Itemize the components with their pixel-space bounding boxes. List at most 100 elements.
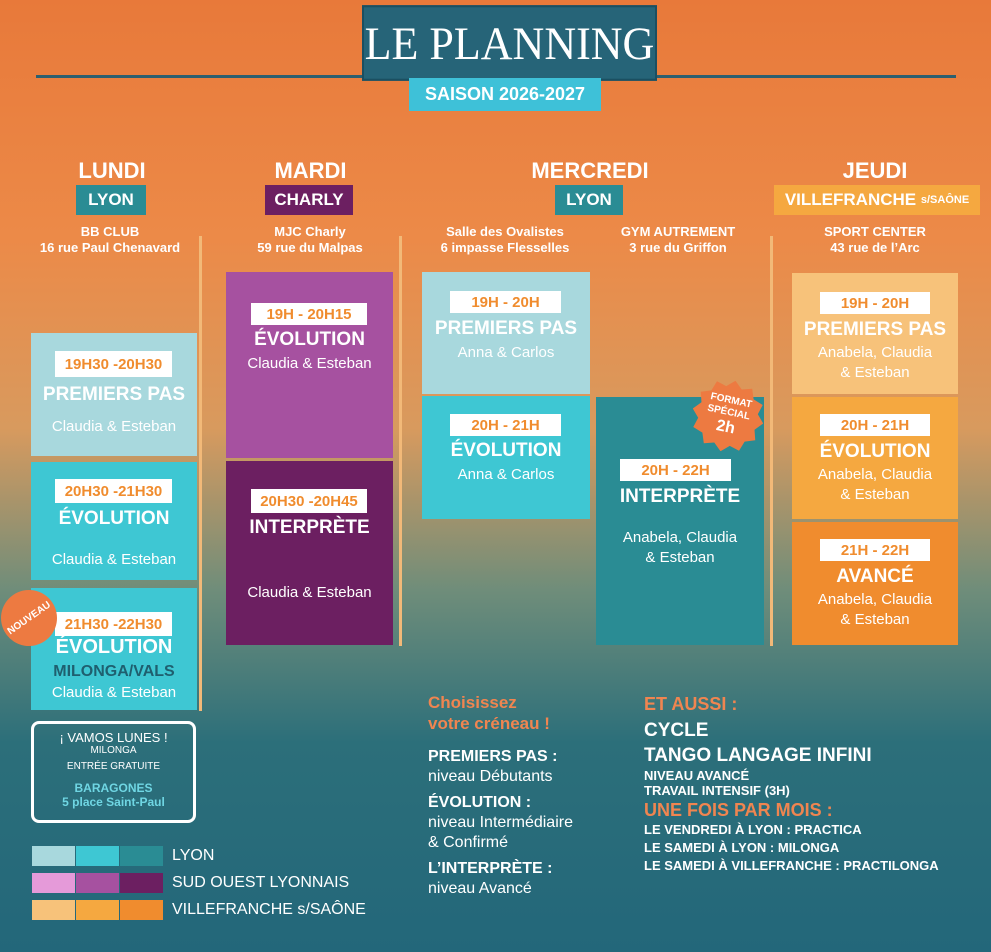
class-teachers: Claudia & Esteban (51, 684, 177, 701)
level-name: ÉVOLUTION : (428, 794, 532, 811)
legend-label: VILLEFRANCHE s/SAÔNE (172, 901, 366, 918)
class-card-mardi-1[interactable]: 19H - 20H15 ÉVOLUTION Claudia & Esteban (226, 272, 393, 458)
class-teachers: Claudia & Esteban (51, 551, 177, 568)
class-card-lundi-1[interactable]: 19H30 -20H30 PREMIERS PAS Claudia & Este… (31, 333, 197, 456)
class-subtitle: MILONGA/VALS (53, 663, 175, 680)
legend-swatch (32, 873, 75, 893)
venue-name: MJC Charly (274, 224, 346, 239)
venue-address: 6 impasse Flesselles (440, 240, 570, 255)
class-teachers: Anabela, Claudia (817, 466, 933, 483)
class-teachers: Anna & Carlos (457, 344, 555, 361)
venue-jeudi: SPORT CENTER 43 rue de l’Arc (785, 224, 965, 256)
vamos-lunes-box: ¡ VAMOS LUNES ! MILONGA ENTRÉE GRATUITE … (31, 721, 196, 823)
class-title: ÉVOLUTION (58, 508, 170, 529)
legend-swatch (76, 846, 119, 866)
class-teachers: & Esteban (840, 364, 910, 381)
venue-mardi: MJC Charly 59 rue du Malpas (220, 224, 400, 256)
class-teachers: Claudia & Esteban (247, 584, 372, 601)
venue-name: GYM AUTREMENT (620, 224, 736, 239)
time-pill: 20H - 21H (450, 414, 561, 436)
class-teachers: Claudia & Esteban (51, 418, 177, 435)
legend-swatch (120, 873, 163, 893)
class-teachers: & Esteban (645, 549, 715, 566)
time-pill: 19H - 20H (820, 292, 930, 314)
monthly-item: LE SAMEDI À LYON : MILONGA (644, 840, 840, 855)
choose-section: Choisissez votre créneau ! PREMIERS PAS … (428, 692, 628, 898)
class-card-jeudi-3[interactable]: 21H - 22H AVANCÉ Anabela, Claudia & Este… (792, 522, 958, 645)
level-desc: & Confirmé (428, 834, 509, 851)
class-title: INTERPRÈTE (619, 486, 741, 507)
city-suffix: s/SAÔNE (920, 194, 970, 206)
venue-address: 59 rue du Malpas (257, 240, 363, 255)
vamos-title: ¡ VAMOS LUNES ! (59, 730, 168, 745)
also-section: ET AUSSI : CYCLE TANGO LANGAGE INFINI NI… (644, 694, 984, 875)
class-title: ÉVOLUTION (254, 329, 365, 350)
level-name: PREMIERS PAS : (428, 748, 558, 765)
time-pill: 21H30 -22H30 (55, 612, 172, 636)
city-badge-mardi: CHARLY (265, 185, 353, 215)
class-card-jeudi-1[interactable]: 19H - 20H PREMIERS PAS Anabela, Claudia … (792, 273, 958, 394)
time-pill: 19H - 20H (450, 291, 561, 313)
cycle-work: TRAVAIL INTENSIF (3H) (644, 783, 790, 798)
class-card-mercredi-2[interactable]: 20H - 21H ÉVOLUTION Anna & Carlos (422, 396, 590, 519)
class-title: ÉVOLUTION (450, 440, 562, 461)
venue-mercredi-2: GYM AUTREMENT 3 rue du Griffon (598, 224, 758, 256)
class-title: INTERPRÈTE (249, 517, 370, 538)
column-separator (199, 236, 202, 711)
class-title: PREMIERS PAS (803, 319, 947, 340)
time-pill: 19H - 20H15 (251, 303, 367, 325)
cycle-title: TANGO LANGAGE INFINI (644, 745, 872, 766)
time-pill: 20H - 21H (820, 414, 930, 436)
legend-swatch (120, 846, 163, 866)
class-card-mardi-2[interactable]: 20H30 -20H45 INTERPRÈTE Claudia & Esteba… (226, 461, 393, 645)
class-card-mercredi-1[interactable]: 19H - 20H PREMIERS PAS Anna & Carlos (422, 272, 590, 394)
venue-address: 3 rue du Griffon (629, 240, 727, 255)
monthly-item: LE VENDREDI À LYON : PRACTICA (644, 822, 862, 837)
class-card-lundi-2[interactable]: 20H30 -21H30 ÉVOLUTION Claudia & Esteban (31, 462, 197, 580)
venue-name: SPORT CENTER (824, 224, 926, 239)
class-teachers: Claudia & Esteban (247, 355, 372, 372)
venue-lundi: BB CLUB 16 rue Paul Chenavard (20, 224, 200, 256)
day-mardi: MARDI (274, 158, 347, 183)
class-title: ÉVOLUTION (819, 441, 931, 462)
class-title: ÉVOLUTION (55, 636, 173, 658)
column-separator (770, 236, 773, 646)
day-jeudi: JEUDI (842, 158, 908, 183)
level-desc: niveau Avancé (428, 880, 532, 897)
venue-address: 43 rue de l’Arc (830, 240, 920, 255)
choose-title: Choisissez (428, 693, 517, 712)
level-desc: niveau Débutants (428, 768, 553, 785)
time-pill: 20H30 -20H45 (251, 489, 367, 513)
class-teachers: Anabela, Claudia (817, 344, 933, 361)
cycle-level: NIVEAU AVANCÉ (644, 768, 750, 783)
vamos-line: MILONGA (90, 745, 137, 756)
class-title: PREMIERS PAS (434, 318, 578, 339)
cycle-title: CYCLE (644, 720, 709, 741)
legend-swatch (76, 873, 119, 893)
city-badge-lundi: LYON (76, 185, 146, 215)
city-name: VILLEFRANCHE (784, 190, 917, 209)
monthly-title: UNE FOIS PAR MOIS : (644, 800, 833, 820)
vamos-address: 5 place Saint-Paul (62, 795, 165, 809)
column-separator (399, 236, 402, 646)
class-teachers: & Esteban (840, 486, 910, 503)
class-card-lundi-3[interactable]: 21H30 -22H30 ÉVOLUTION MILONGA/VALS Clau… (31, 588, 197, 710)
class-teachers: Anabela, Claudia (817, 591, 933, 608)
venue-name: Salle des Ovalistes (446, 224, 564, 239)
vamos-line: ENTRÉE GRATUITE (66, 761, 161, 772)
time-pill: 19H30 -20H30 (55, 351, 172, 377)
legend-label: SUD OUEST LYONNAIS (172, 874, 350, 891)
level-name: L’INTERPRÈTE : (428, 860, 553, 877)
venue-address: 16 rue Paul Chenavard (39, 240, 181, 255)
season-badge: SAISON 2026-2027 (409, 78, 601, 111)
city-badge-jeudi: VILLEFRANCHE s/SAÔNE (774, 185, 980, 215)
choose-title: votre créneau ! (428, 714, 550, 733)
class-title: AVANCÉ (836, 566, 914, 587)
class-card-jeudi-2[interactable]: 20H - 21H ÉVOLUTION Anabela, Claudia & E… (792, 397, 958, 519)
legend-swatch (32, 846, 75, 866)
time-pill: 20H30 -21H30 (55, 479, 172, 503)
class-title: PREMIERS PAS (42, 384, 186, 405)
class-teachers: Anna & Carlos (457, 466, 555, 483)
class-teachers: & Esteban (840, 611, 910, 628)
badge-line: 2h (714, 416, 737, 438)
